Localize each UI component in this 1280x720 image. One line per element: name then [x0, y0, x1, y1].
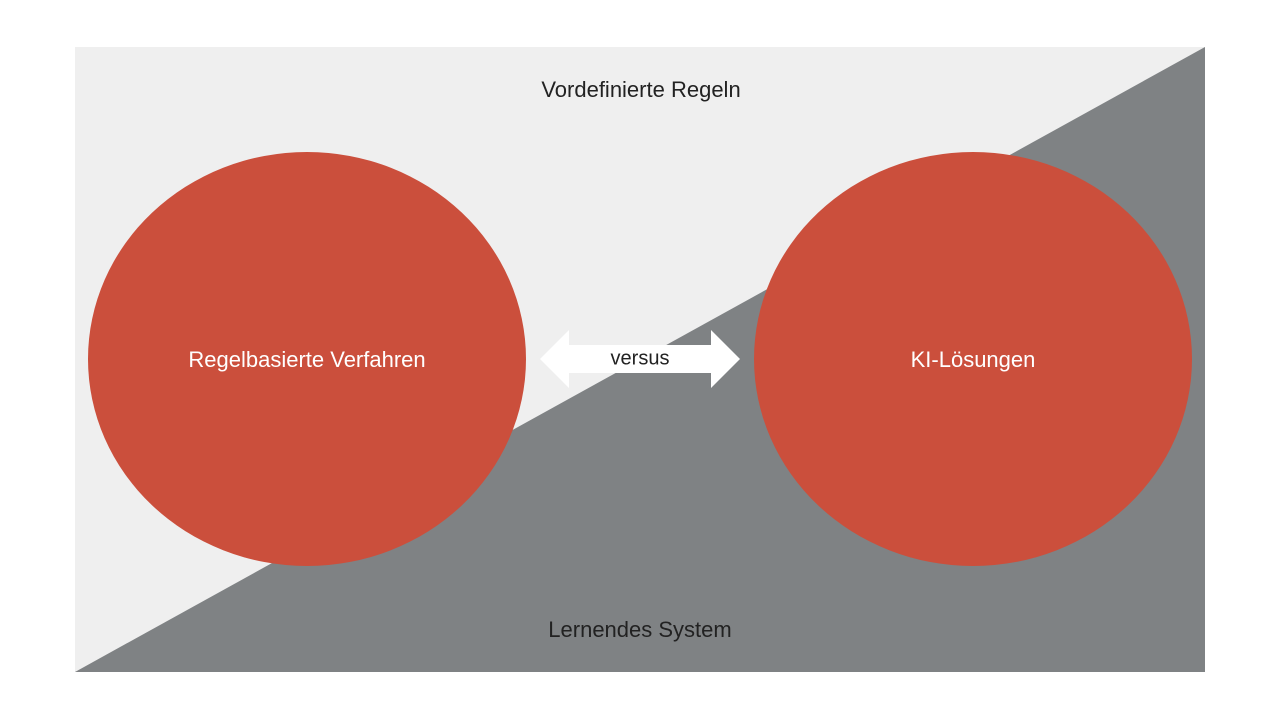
versus-label: versus	[611, 348, 670, 371]
bottom-region-label: Lernendes System	[548, 617, 731, 643]
top-region-label: Vordefinierte Regeln	[541, 77, 740, 103]
right-circle-label: KI-Lösungen	[911, 347, 1036, 373]
left-circle-label: Regelbasierte Verfahren	[188, 347, 425, 373]
